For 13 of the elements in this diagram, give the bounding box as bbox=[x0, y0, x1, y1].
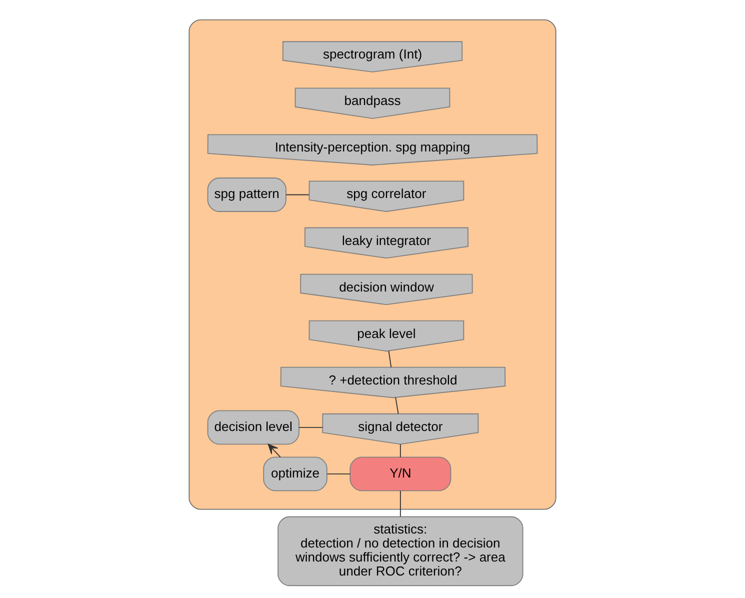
connector bbox=[388, 350, 392, 368]
connector bbox=[298, 426, 323, 428]
connector bbox=[400, 490, 401, 518]
cluster bbox=[188, 19, 556, 510]
connector bbox=[395, 396, 399, 414]
node-box: Y/N bbox=[350, 456, 452, 492]
node-box: statistics: detection / no detection in decision windows sufficiently correct? -> area under ROC criterion? bbox=[278, 516, 524, 586]
arrow bbox=[268, 444, 281, 458]
node-box: decision level bbox=[207, 410, 300, 445]
connector bbox=[286, 194, 310, 196]
node-box: optimize bbox=[263, 456, 328, 492]
node-box: spg pattern bbox=[207, 178, 286, 212]
connector bbox=[400, 444, 401, 458]
